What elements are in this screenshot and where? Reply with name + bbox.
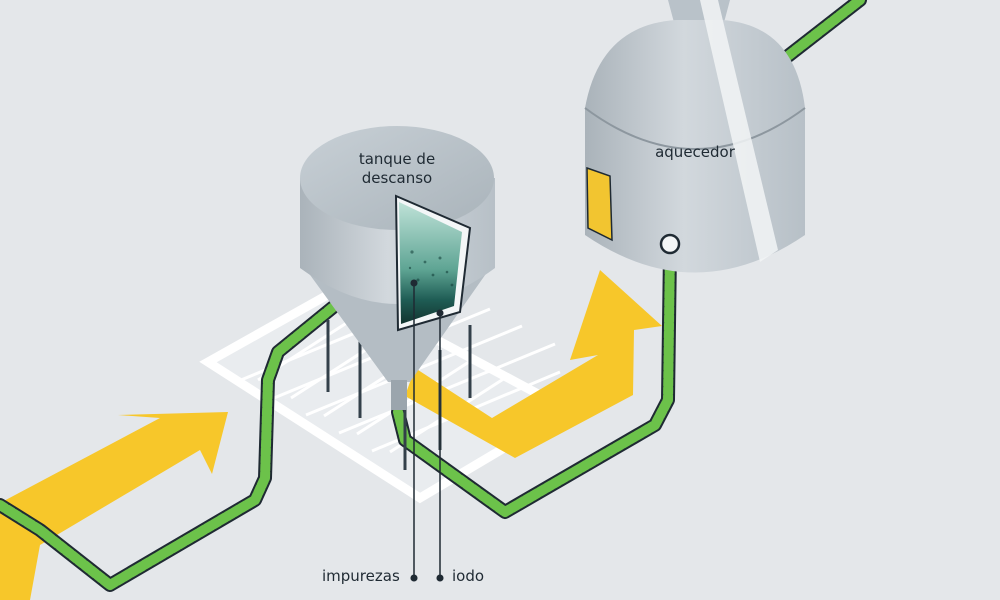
tank-spout	[391, 380, 407, 410]
liquid-bubbles	[408, 250, 454, 287]
heater-stripe	[586, 166, 613, 242]
yellow-arrow-left	[0, 412, 228, 600]
resting-tank-label-line1: tanque de	[358, 150, 436, 168]
yellow-arrow-right	[405, 270, 662, 458]
impurities-label: impurezas	[322, 567, 400, 585]
flow-arrows	[0, 270, 662, 600]
resting-tank-label: tanque de descanso	[332, 150, 462, 188]
iodine-label: iodo	[452, 567, 485, 585]
resting-tank	[300, 126, 495, 470]
heater-outlet	[659, 233, 681, 255]
pipe-inlet-fill	[0, 290, 353, 590]
tank-top	[300, 126, 494, 230]
heater-dome-ring	[584, 107, 806, 150]
callout-lines	[410, 279, 444, 582]
resting-tank-label-line2: descanso	[361, 169, 433, 187]
heater-dome	[585, 20, 805, 108]
heater-label: aquecedor	[655, 143, 735, 161]
heater	[584, 0, 806, 273]
heater-highlight	[700, 0, 778, 262]
